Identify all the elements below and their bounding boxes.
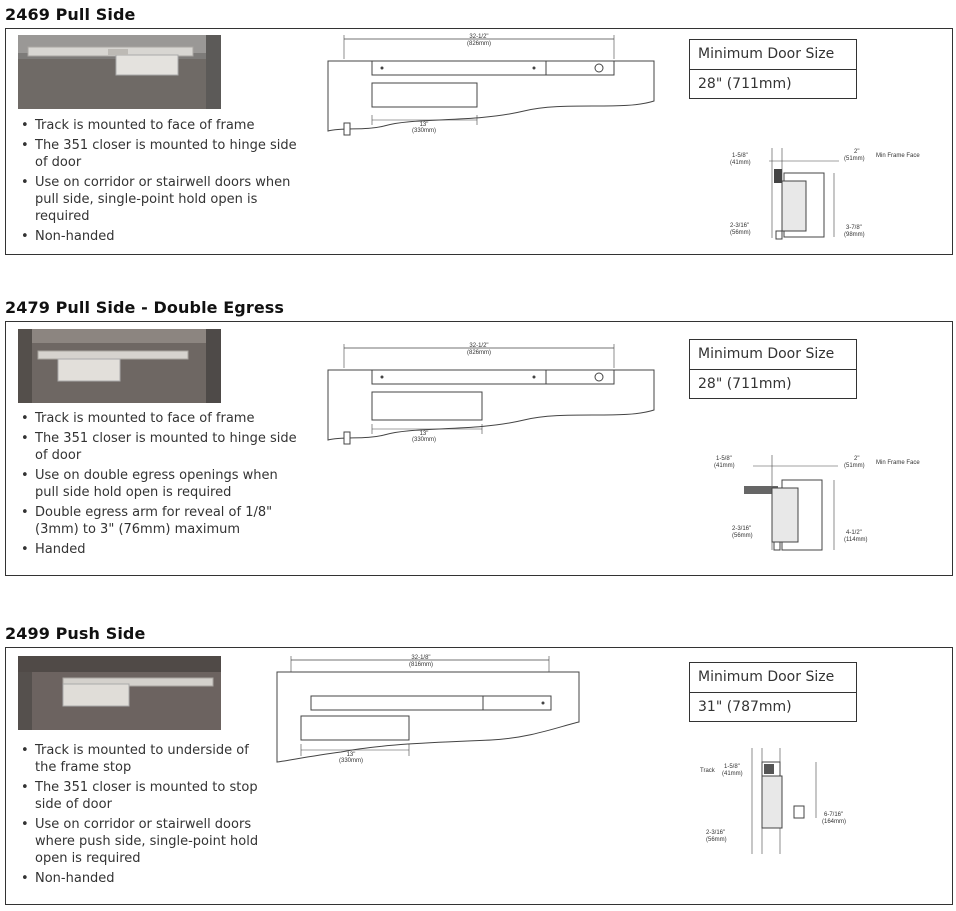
dimension-label: 2" xyxy=(854,149,859,155)
feature-item: The 351 closer is mounted to stop side o… xyxy=(20,779,270,813)
section-title: 2469 Pull Side xyxy=(5,5,136,24)
feature-item: Double egress arm for reveal of 1/8" (3m… xyxy=(20,504,305,538)
section-title: 2499 Push Side xyxy=(5,624,146,643)
dimension-label: (330mm) xyxy=(339,758,363,764)
product-photo xyxy=(18,656,221,730)
dimension-label: 1-5/8" xyxy=(716,456,732,462)
dimension-label: 13" xyxy=(420,122,429,128)
feature-item: The 351 closer is mounted to hinge side … xyxy=(20,430,305,464)
min-door-value: 28" (711mm) xyxy=(698,376,792,392)
product-photo xyxy=(18,35,221,109)
dimension-label: (114mm) xyxy=(844,537,868,543)
dimension-label: 1-5/8" xyxy=(724,764,740,770)
dimension-label: (56mm) xyxy=(706,837,727,843)
feature-item: Use on corridor or stairwell doors where… xyxy=(20,816,270,867)
dimension-label: 3-7/8" xyxy=(846,225,862,231)
feature-item: Use on double egress openings when pull … xyxy=(20,467,305,501)
section-title: 2479 Pull Side - Double Egress xyxy=(5,298,285,317)
minimum-door-size-box: Minimum Door Size 28" (711mm) xyxy=(689,39,857,99)
dimension-label: (826mm) xyxy=(467,350,491,356)
min-door-label: Minimum Door Size xyxy=(690,663,856,693)
top-view-drawing: 32-1/8" (816mm) 13" (330mm) xyxy=(271,652,591,776)
dimension-label: Min Frame Face xyxy=(876,460,920,466)
dimension-label: (56mm) xyxy=(732,533,753,539)
feature-item: Non-handed xyxy=(20,870,270,887)
min-door-value: 31" (787mm) xyxy=(698,699,792,715)
min-door-value: 28" (711mm) xyxy=(698,76,792,92)
side-view-drawing: Track 1-5/8" (41mm) 6-7/16" (164mm) 2-3/… xyxy=(696,748,866,862)
dimension-label: 13" xyxy=(420,431,429,437)
feature-item: Use on corridor or stairwell doors when … xyxy=(20,174,310,225)
dimension-label: 32-1/8" xyxy=(411,655,430,661)
dimension-label: 1-5/8" xyxy=(732,153,748,159)
dimension-label: 2-3/16" xyxy=(730,223,749,229)
minimum-door-size-box: Minimum Door Size 31" (787mm) xyxy=(689,662,857,722)
min-door-label: Minimum Door Size xyxy=(690,40,856,70)
dimension-label: (51mm) xyxy=(844,156,865,162)
feature-item: Track is mounted to face of frame xyxy=(20,410,305,427)
feature-item: Non-handed xyxy=(20,228,310,245)
dimension-label: Track xyxy=(700,768,716,774)
dimension-label: (98mm) xyxy=(844,232,865,238)
side-view-drawing: 1-5/8" (41mm) 2" (51mm) Min Frame Face 2… xyxy=(708,450,948,564)
top-view-drawing: 32-1/2" (826mm) 13" (330mm) xyxy=(324,340,664,464)
dimension-label: (41mm) xyxy=(714,463,735,469)
dimension-label: (56mm) xyxy=(730,230,751,236)
dimension-label: (41mm) xyxy=(730,160,751,166)
dimension-label: Min Frame Face xyxy=(876,153,920,159)
feature-item: Track is mounted to underside of the fra… xyxy=(20,742,270,776)
feature-item: The 351 closer is mounted to hinge side … xyxy=(20,137,310,171)
feature-list: Track is mounted to face of frame The 35… xyxy=(20,117,310,248)
side-view-drawing: 1-5/8" (41mm) 2" (51mm) Min Frame Face 2… xyxy=(724,143,944,257)
dimension-label: 2-3/16" xyxy=(706,830,725,836)
dimension-label: (41mm) xyxy=(722,771,743,777)
product-photo xyxy=(18,329,221,403)
feature-list: Track is mounted to underside of the fra… xyxy=(20,742,270,890)
product-panel-2479: Track is mounted to face of frame The 35… xyxy=(5,321,953,576)
feature-list: Track is mounted to face of frame The 35… xyxy=(20,410,305,561)
dimension-label: (164mm) xyxy=(822,819,846,825)
dimension-label: (816mm) xyxy=(409,662,433,668)
product-panel-2499: Track is mounted to underside of the fra… xyxy=(5,647,953,905)
dimension-label: (330mm) xyxy=(412,437,436,443)
dimension-label: 13" xyxy=(347,752,356,758)
dimension-label: 6-7/16" xyxy=(824,812,843,818)
dimension-label: 32-1/2" xyxy=(469,34,488,40)
top-view-drawing: 32-1/2" (826mm) 13" (330mm) xyxy=(324,31,664,155)
feature-item: Handed xyxy=(20,541,305,558)
dimension-label: 2-3/16" xyxy=(732,526,751,532)
dimension-label: 32-1/2" xyxy=(469,343,488,349)
minimum-door-size-box: Minimum Door Size 28" (711mm) xyxy=(689,339,857,399)
min-door-label: Minimum Door Size xyxy=(690,340,856,370)
dimension-label: (330mm) xyxy=(412,128,436,134)
dimension-label: (51mm) xyxy=(844,463,865,469)
dimension-label: 4-1/2" xyxy=(846,530,862,536)
dimension-label: (826mm) xyxy=(467,41,491,47)
product-panel-2469: Track is mounted to face of frame The 35… xyxy=(5,28,953,255)
feature-item: Track is mounted to face of frame xyxy=(20,117,310,134)
dimension-label: 2" xyxy=(854,456,859,462)
